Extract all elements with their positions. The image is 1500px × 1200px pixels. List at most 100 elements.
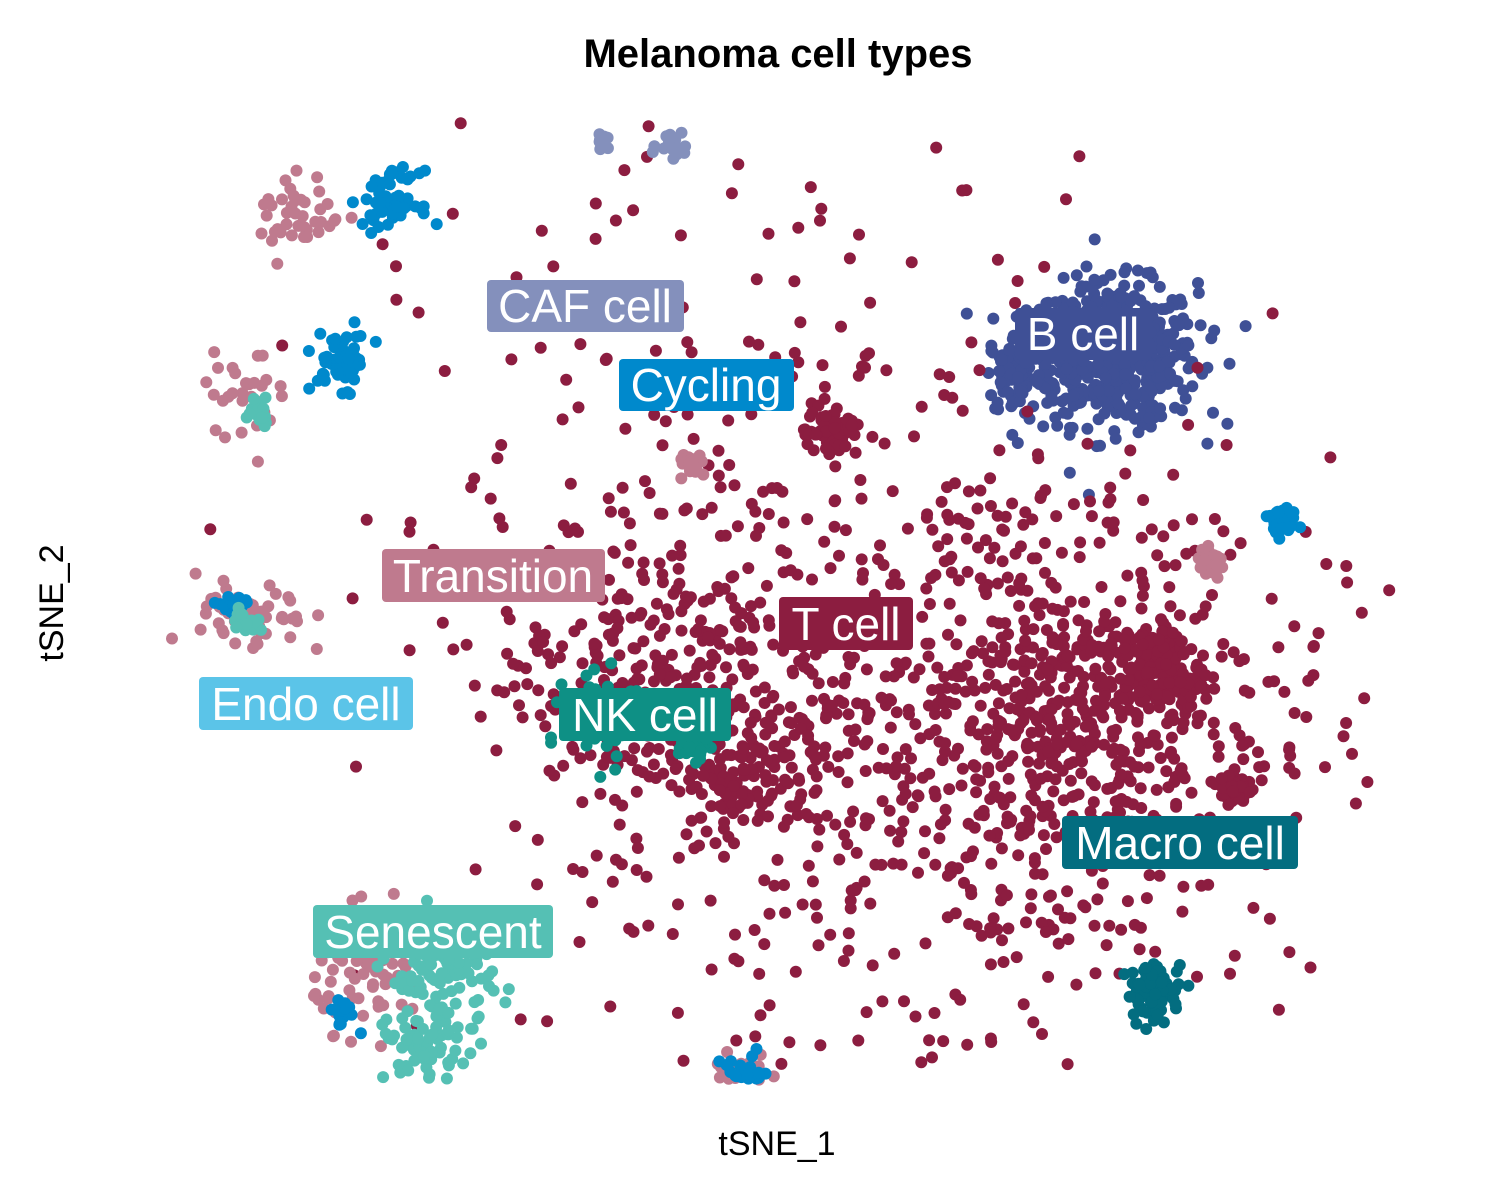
point-t-cell (1106, 725, 1119, 738)
point-senescent (468, 996, 481, 1009)
point-t-cell (979, 534, 992, 547)
point-t-cell (1075, 767, 1088, 780)
point-t-cell (956, 762, 969, 775)
point-nk-cell (605, 657, 618, 670)
point-t-cell (454, 117, 467, 130)
point-t-cell (1042, 970, 1055, 983)
point-macro-cell (1140, 1023, 1153, 1035)
point-transition (352, 992, 365, 1005)
point-b-cell (1177, 384, 1190, 397)
point-b-cell (1143, 412, 1156, 424)
point-t-cell (1089, 967, 1102, 980)
cluster-labels: CAF cell Cycling B cell Transition T cel… (199, 280, 1298, 958)
point-senescent (376, 1018, 389, 1031)
point-t-cell (920, 582, 933, 595)
point-t-cell (965, 850, 977, 863)
point-senescent (425, 958, 438, 971)
point-t-cell (1361, 776, 1374, 788)
point-t-cell (1206, 589, 1218, 601)
point-b-cell (1003, 343, 1016, 356)
point-t-cell (1215, 650, 1228, 663)
point-t-cell (806, 667, 819, 680)
point-senescent (399, 1021, 412, 1034)
point-t-cell (992, 697, 1005, 710)
point-t-cell (824, 928, 837, 941)
point-t-cell (841, 776, 854, 789)
svg-text:NK cell: NK cell (572, 689, 718, 741)
point-t-cell (792, 356, 805, 369)
point-t-cell (978, 582, 991, 595)
point-transition (226, 387, 239, 400)
point-t-cell (938, 555, 951, 568)
point-t-cell (543, 764, 556, 777)
point-transition (263, 579, 276, 592)
point-t-cell (1120, 795, 1133, 808)
point-t-cell (1174, 676, 1187, 689)
point-t-cell (1104, 481, 1117, 494)
point-t-cell (1135, 602, 1148, 615)
point-t-cell (848, 735, 860, 747)
point-t-cell (966, 715, 979, 728)
point-t-cell (639, 475, 651, 488)
point-t-cell (1088, 919, 1101, 932)
point-t-cell (899, 656, 912, 669)
point-transition (199, 607, 212, 620)
point-t-cell (801, 513, 814, 526)
point-t-cell (974, 699, 987, 712)
point-t-cell (1014, 540, 1027, 553)
point-t-cell (1072, 694, 1085, 707)
point-t-cell (1024, 768, 1037, 781)
point-senescent (475, 1037, 487, 1050)
point-t-cell (722, 830, 735, 843)
point-t-cell (856, 573, 869, 586)
point-t-cell (604, 505, 617, 518)
point-t-cell (786, 664, 799, 677)
point-t-cell (603, 573, 615, 586)
point-t-cell (706, 648, 719, 661)
point-t-cell (547, 260, 560, 273)
point-t-cell (991, 577, 1004, 590)
point-senescent (396, 1012, 409, 1025)
point-t-cell (759, 769, 772, 782)
point-t-cell (951, 670, 964, 683)
point-t-cell (623, 517, 636, 530)
point-t-cell (912, 866, 924, 879)
point-b-cell (1099, 372, 1112, 385)
point-t-cell (1100, 939, 1113, 952)
point-t-cell (1106, 746, 1119, 759)
point-senescent (259, 391, 272, 404)
point-t-cell (1161, 690, 1173, 703)
point-t-cell (1049, 773, 1062, 786)
point-t-cell (1163, 677, 1176, 689)
point-t-cell (853, 228, 865, 241)
point-t-cell (630, 785, 643, 798)
point-t-cell (849, 884, 862, 897)
point-t-cell (1019, 634, 1032, 647)
point-t-cell (731, 520, 744, 533)
point-cycling (430, 218, 443, 231)
point-t-cell (689, 626, 702, 638)
point-cycling (1272, 506, 1285, 519)
point-t-cell (758, 697, 771, 709)
point-t-cell (1182, 418, 1195, 431)
point-transition (226, 361, 239, 374)
point-t-cell (656, 439, 669, 452)
point-t-cell (1118, 634, 1131, 646)
point-t-cell (648, 408, 661, 421)
point-t-cell (991, 747, 1004, 760)
point-b-cell (1132, 426, 1145, 439)
point-cycling (334, 1018, 347, 1030)
point-nk-cell (683, 741, 696, 753)
point-cycling (1281, 521, 1294, 534)
point-transition (374, 1040, 387, 1053)
point-t-cell (545, 657, 558, 670)
point-t-cell (474, 710, 487, 723)
point-t-cell (1077, 670, 1090, 683)
point-t-cell (981, 723, 994, 736)
point-transition (275, 612, 288, 625)
point-cycling (417, 200, 430, 213)
point-t-cell (703, 671, 716, 684)
point-t-cell (1227, 646, 1240, 659)
point-transition (290, 610, 302, 623)
